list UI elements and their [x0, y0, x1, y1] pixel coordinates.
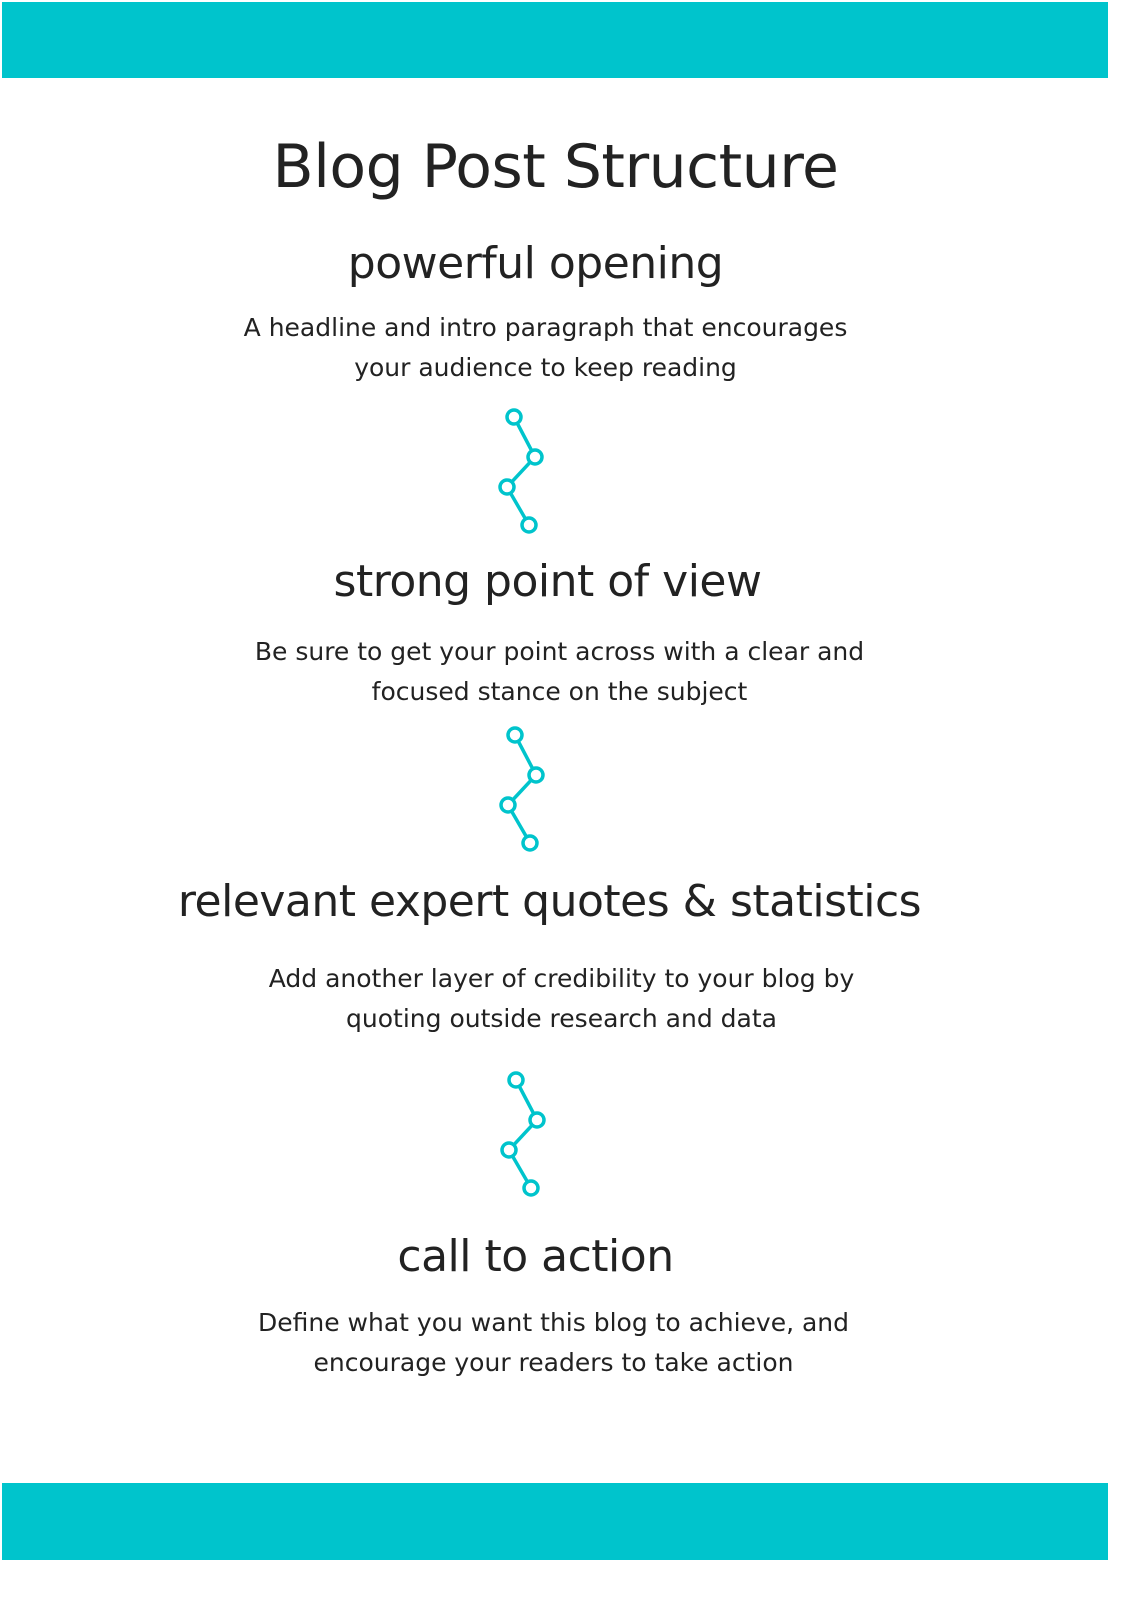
- section-body-opening: A headline and intro paragraph that enco…: [0, 308, 1111, 388]
- section-heading-quotes: relevant expert quotes & statistics: [177, 876, 922, 927]
- section-body-point-of-view: Be sure to get your point across with a …: [0, 632, 1125, 712]
- body-line: focused stance on the subject: [371, 677, 748, 706]
- connector-icon: [500, 1071, 546, 1197]
- connector-icon: [499, 726, 545, 852]
- bottom-banner: [2, 1483, 1108, 1560]
- body-line: encourage your readers to take action: [313, 1348, 794, 1377]
- section-body-call-to-action: Define what you want this blog to achiev…: [0, 1303, 1119, 1383]
- section-heading-opening: powerful opening: [347, 238, 724, 289]
- page-title: Blog Post Structure: [272, 132, 839, 202]
- body-line: quoting outside research and data: [346, 1004, 777, 1033]
- body-line: Define what you want this blog to achiev…: [257, 1308, 850, 1337]
- top-banner: [2, 2, 1108, 78]
- section-body-quotes: Add another layer of credibility to your…: [0, 959, 1127, 1039]
- body-line: your audience to keep reading: [354, 353, 737, 382]
- body-line: Be sure to get your point across with a …: [254, 637, 865, 666]
- body-line: Add another layer of credibility to your…: [268, 964, 855, 993]
- connector-icon: [498, 408, 544, 534]
- section-heading-call-to-action: call to action: [397, 1231, 674, 1282]
- body-line: A headline and intro paragraph that enco…: [243, 313, 848, 342]
- section-heading-point-of-view: strong point of view: [333, 556, 762, 607]
